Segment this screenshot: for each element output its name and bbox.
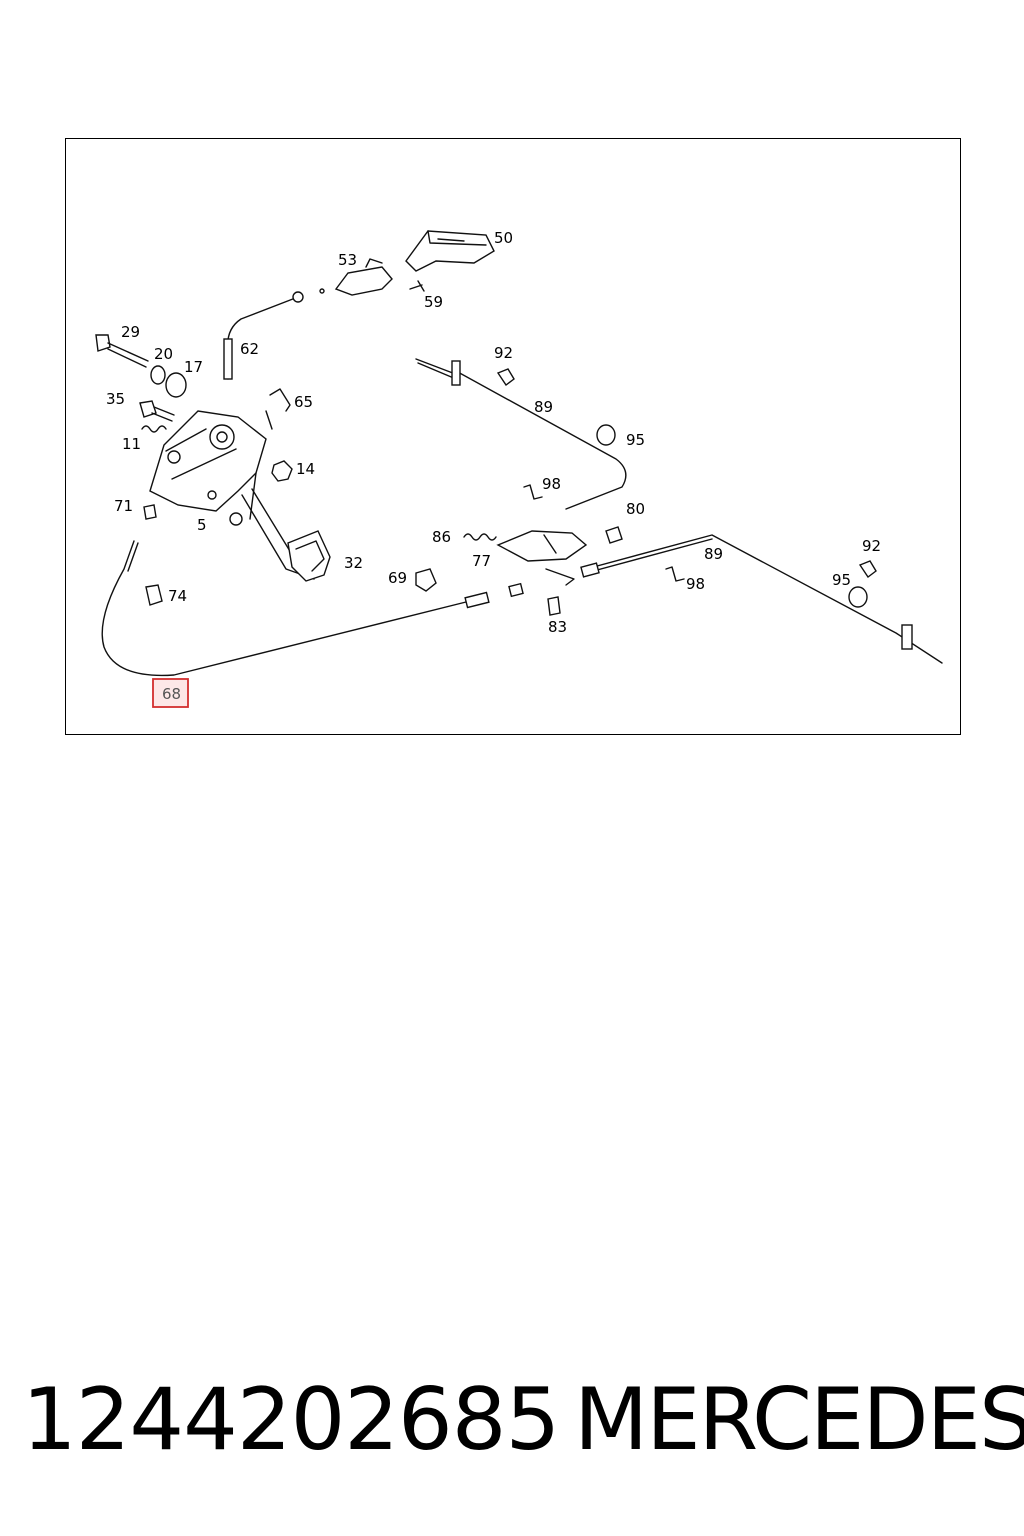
callout-20: 20 [154,345,173,363]
callout-14: 14 [296,460,315,478]
spring-86 [463,533,497,541]
bolt-83 [547,596,561,616]
callout-92-upper: 92 [494,344,513,362]
callout-77: 77 [472,552,491,570]
bolt-92-lower [858,560,877,579]
callout-69: 69 [388,569,407,587]
bushing-17 [165,372,187,398]
callout-62: 62 [240,340,259,358]
parking-brake-pedal [229,488,331,582]
equalizer-bracket [496,530,588,586]
callout-65: 65 [294,393,313,411]
callout-92-lower: 92 [862,537,881,555]
release-cable [223,288,325,380]
rear-brake-cable-upper [415,358,627,510]
callout-83: 83 [548,618,567,636]
cap-71 [143,504,157,520]
callout-17: 17 [184,358,203,376]
callout-74: 74 [168,587,187,605]
brand-name: MERCEDES [574,1370,1024,1470]
handle-bracket [334,258,393,296]
clip-74 [145,584,163,606]
callout-32: 32 [344,554,363,572]
callout-68: 68 [162,685,181,703]
callout-89-upper: 89 [534,398,553,416]
callout-29: 29 [121,323,140,341]
boot-69 [415,568,437,592]
callout-11: 11 [122,435,141,453]
callout-95-upper: 95 [626,431,645,449]
screw-59 [409,280,425,292]
callout-53: 53 [338,251,357,269]
parking-brake-exploded-diagram: 50 53 59 62 29 20 17 92 35 65 89 11 95 1… [95,229,943,708]
spring-11 [141,425,167,433]
callout-86: 86 [432,528,451,546]
brake-release-handle [405,230,495,272]
callout-35: 35 [106,390,125,408]
callout-5: 5 [197,516,207,534]
nut-14 [271,460,293,482]
pedal-assembly [149,410,267,520]
main-brake-cable-68 [101,540,524,677]
washer-20 [150,365,166,385]
bolt-35 [139,400,175,422]
callout-68-highlight[interactable]: 68 [152,678,189,708]
part-number: 1244202685 [22,1370,560,1470]
callout-59: 59 [424,293,443,311]
clip-98-lower [665,566,685,582]
callout-95-lower: 95 [832,571,851,589]
callout-50: 50 [494,229,513,247]
bolt-80 [605,526,623,544]
parts-diagram-frame: 50 53 59 62 29 20 17 92 35 65 89 11 95 1… [65,138,961,735]
callout-71: 71 [114,497,133,515]
bolt-92-upper [496,368,515,387]
clip-98-upper [523,484,543,500]
callout-98-lower: 98 [686,575,705,593]
bolt-29 [95,334,149,368]
clip-65 [265,388,291,430]
rear-brake-cable-lower [580,534,943,664]
bushing-95-upper [596,424,616,446]
footer: 1244202685 MERCEDES [0,1365,1024,1475]
callout-89-lower: 89 [704,545,723,563]
callout-98-upper: 98 [542,475,561,493]
bushing-95-lower [848,586,868,608]
callout-80: 80 [626,500,645,518]
